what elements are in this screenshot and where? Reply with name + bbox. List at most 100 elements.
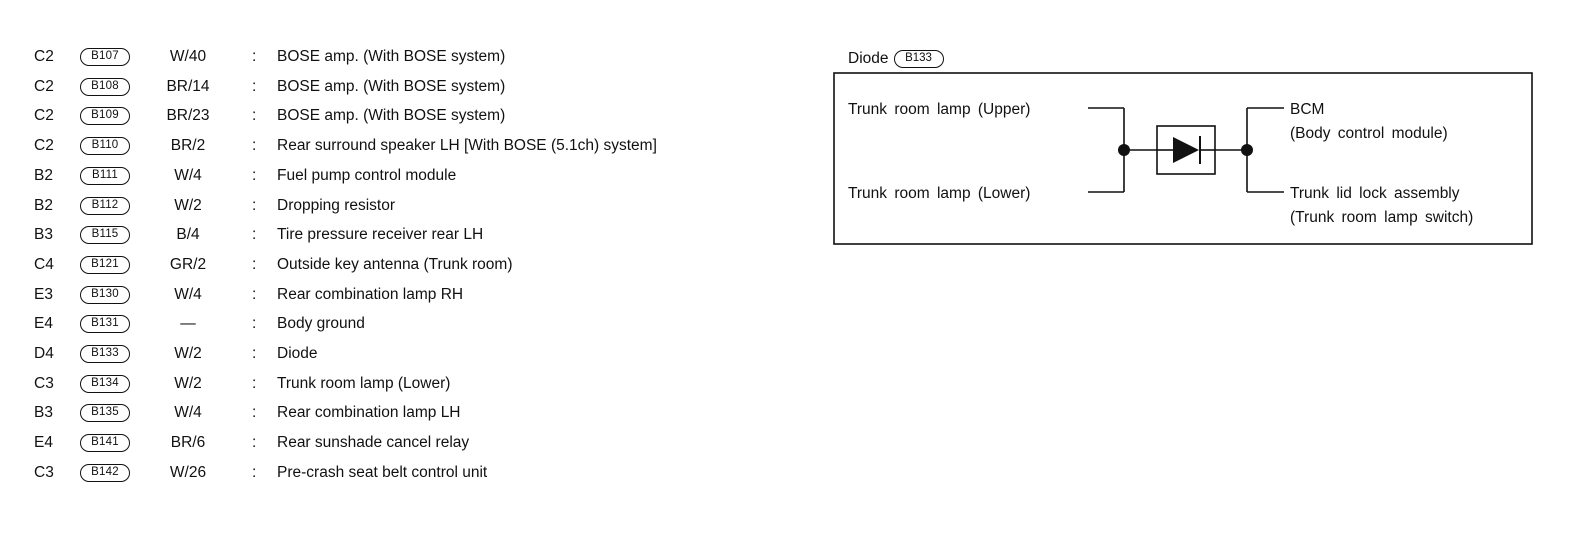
separator-colon: : <box>252 137 257 155</box>
wire-spec: BR/14 <box>166 77 210 95</box>
grid-location: C2 <box>34 77 54 95</box>
connector-id-badge: B141 <box>80 434 130 453</box>
separator-colon: : <box>252 166 257 184</box>
separator-colon: : <box>252 463 257 481</box>
right-lower-label-line2: (Trunk room lamp switch) <box>1290 209 1473 226</box>
connector-description: Body ground <box>277 315 365 333</box>
grid-location: C2 <box>34 107 54 125</box>
wire-spec: BR/6 <box>170 434 206 452</box>
connector-row: B3 B135 W/4: Rear combination lamp LH <box>0 400 790 426</box>
wire-spec: W/4 <box>174 285 202 303</box>
connector-id-badge: B112 <box>80 196 130 215</box>
left-upper-label: Trunk room lamp (Upper) <box>848 101 1030 118</box>
connector-description: Rear combination lamp LH <box>277 404 461 422</box>
wire-spec: W/4 <box>174 404 202 422</box>
connector-description: Diode <box>277 345 318 362</box>
right-upper-label-line2: (Body control module) <box>1290 125 1448 142</box>
grid-location: C3 <box>34 463 54 481</box>
separator-colon: : <box>252 374 257 392</box>
connector-id-badge: B109 <box>80 107 130 126</box>
separator-colon: : <box>252 285 257 303</box>
connector-id-badge: B131 <box>80 315 130 334</box>
separator-colon: : <box>252 107 257 125</box>
diode-diagram-frame <box>833 72 1533 245</box>
connector-row: C2 B109 BR/23: BOSE amp. (With BOSE system) <box>0 103 790 129</box>
right-upper-label-line1: BCM <box>1290 101 1324 118</box>
grid-location: B2 <box>34 166 53 184</box>
diode-symbol <box>1156 125 1216 175</box>
connector-row: E4 B141 BR/6: Rear sunshade cancel relay <box>0 430 790 456</box>
grid-location: D4 <box>34 345 54 362</box>
grid-location: C3 <box>34 374 54 392</box>
wire-spec: W/26 <box>169 463 207 481</box>
separator-colon: : <box>252 48 257 65</box>
connector-description: Dropping resistor <box>277 196 396 214</box>
grid-location: E4 <box>34 315 53 333</box>
separator-colon: : <box>252 345 257 362</box>
wire-spec: W/40 <box>169 48 207 65</box>
connector-id-badge: B142 <box>80 463 130 482</box>
connector-id-badge: B108 <box>80 77 130 96</box>
connector-id-badge: B135 <box>80 404 130 423</box>
connector-id-badge: B133 <box>80 345 130 363</box>
separator-colon: : <box>252 404 257 422</box>
separator-colon: : <box>252 255 257 273</box>
diode-anode-triangle <box>1173 137 1199 163</box>
diode-connector-badge: B133 <box>893 50 944 68</box>
connector-description: Trunk room lamp (Lower) <box>277 374 451 392</box>
wire-spec: — <box>180 315 196 333</box>
wire-spec: BR/2 <box>170 137 206 155</box>
connector-id-badge: B107 <box>80 48 130 66</box>
grid-location: C4 <box>34 255 54 273</box>
right-junction-dot <box>1241 144 1253 156</box>
separator-colon: : <box>252 434 257 452</box>
connector-row: C4 B121 GR/2: Outside key antenna (Trunk ro… <box>0 252 790 278</box>
connector-id-badge: B110 <box>80 137 130 156</box>
connector-description: BOSE amp. (With BOSE system) <box>277 48 506 65</box>
separator-colon: : <box>252 315 257 333</box>
connector-description: BOSE amp. (With BOSE system) <box>277 107 506 125</box>
right-lower-label-line1: Trunk lid lock assembly <box>1290 185 1460 202</box>
connector-id-badge: B121 <box>80 255 130 274</box>
wire-spec: W/2 <box>174 345 202 362</box>
grid-location: B3 <box>34 404 53 422</box>
grid-location: E4 <box>34 434 53 452</box>
connector-row: B2 B111 W/4: Fuel pump control module <box>0 163 790 189</box>
grid-location: B2 <box>34 196 53 214</box>
grid-location: C2 <box>34 48 54 65</box>
connector-row: D4 B133 W/2: Diode <box>0 341 790 367</box>
connector-id-badge: B115 <box>80 226 130 245</box>
separator-colon: : <box>252 226 257 244</box>
left-lower-label: Trunk room lamp (Lower) <box>848 185 1030 202</box>
wire-spec: GR/2 <box>169 255 207 273</box>
grid-location: E3 <box>34 285 53 303</box>
connector-row: C2 B107 W/40: BOSE amp. (With BOSE system) <box>0 44 790 70</box>
connector-description: Rear sunshade cancel relay <box>277 434 470 452</box>
connector-id-badge: B130 <box>80 285 130 304</box>
connector-description: Outside key antenna (Trunk room) <box>277 255 513 273</box>
connector-row: B2 B112 W/2: Dropping resistor <box>0 193 790 219</box>
connector-description: Rear combination lamp RH <box>277 285 464 303</box>
connector-id-badge: B111 <box>80 166 130 185</box>
separator-colon: : <box>252 77 257 95</box>
connector-row: E4 B131 —: Body ground <box>0 311 790 337</box>
diode-title-label: Diode <box>848 50 889 67</box>
wire-spec: BR/23 <box>166 107 210 125</box>
grid-location: C2 <box>34 137 54 155</box>
wire-spec: W/4 <box>174 166 202 184</box>
connector-row: C2 B110 BR/2: Rear surround speaker LH [Wit… <box>0 133 790 159</box>
wire-spec: W/2 <box>174 196 202 214</box>
connector-description: Rear surround speaker LH [With BOSE (5.1… <box>277 137 657 155</box>
connector-description: Fuel pump control module <box>277 166 457 184</box>
wire-spec: W/2 <box>174 374 202 392</box>
wire-spec: B/4 <box>176 226 200 244</box>
separator-colon: : <box>252 196 257 214</box>
left-junction-dot <box>1118 144 1130 156</box>
